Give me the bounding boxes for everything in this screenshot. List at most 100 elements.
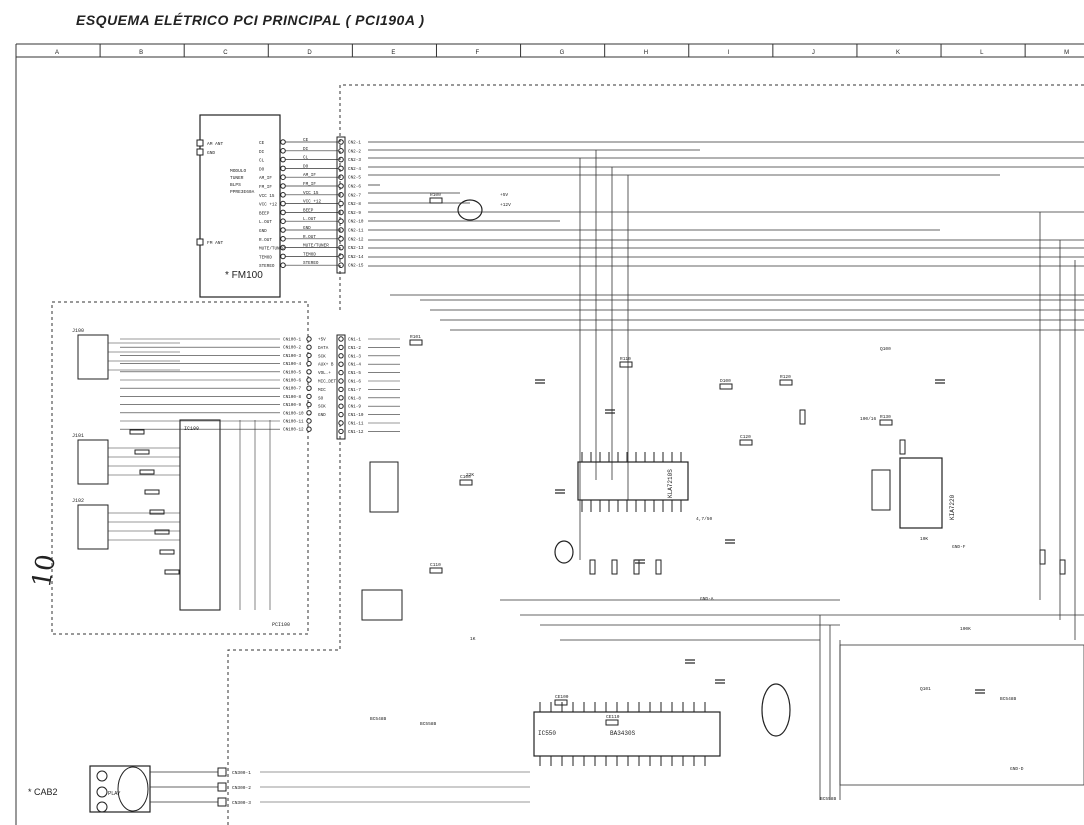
resistor-vertical: [633, 559, 640, 575]
fm-right-pin: [280, 174, 286, 180]
cn1-body: [336, 334, 346, 440]
cn2-pin-label: CN2-8: [348, 202, 361, 207]
cn1-pin: [338, 411, 344, 418]
fm-right-pin: [280, 139, 286, 145]
pci-conn-pin: [306, 393, 312, 400]
cn1-pin-label: CN1-12: [348, 430, 364, 435]
pci-resistor: [159, 549, 175, 555]
cab2-plug-label: PLAY: [108, 791, 121, 797]
cab2-ref: * CAB2: [28, 787, 58, 797]
cn2-pin: [338, 165, 344, 172]
misc-label: 100K: [960, 626, 971, 632]
grid-column-label: G: [560, 50, 565, 56]
cn1-signal-label: VOL.+: [318, 371, 331, 376]
cn2-pin-label: CN2-11: [348, 229, 364, 234]
fm-wire-label: FM_IF: [303, 182, 316, 187]
pci-resistor: [164, 569, 180, 575]
transistor-label: Q101: [920, 686, 931, 692]
fm-right-pin-label: AM_IF: [259, 176, 272, 181]
cn1-pin: [338, 420, 344, 426]
component-label: C120: [740, 434, 751, 440]
cn1-pin: [338, 353, 344, 359]
pci-conn-pin: [306, 401, 312, 408]
cn1-pin-label: CN1-7: [348, 388, 361, 393]
misc-label: +12V: [500, 202, 511, 208]
page-title: ESQUEMA ELÉTRICO PCI PRINCIPAL ( PCI190A…: [76, 12, 425, 28]
cn2-pin-label: CN2-2: [348, 149, 361, 154]
fm-right-pin: [280, 253, 286, 260]
cn2-pin: [338, 200, 344, 207]
fm-left-pin: [196, 148, 204, 156]
fm-wire-label: AM_IF: [303, 173, 316, 178]
fm-desc-line: BLPS: [230, 182, 241, 188]
jack-body: [77, 334, 109, 380]
right-block-frame: [839, 644, 1084, 786]
connector-cn1: CN1-1CN1-2CN1-3CN1-4CN1-5CN1-6CN1-7CN1-8…: [318, 334, 400, 440]
fm-wire-label: VCC +12: [303, 200, 321, 205]
fm-desc-line: MODULO: [230, 168, 247, 174]
cn2-pin-label: CN2-13: [348, 246, 364, 251]
cn1-pin-label: CN1-2: [348, 346, 361, 351]
fm-wire-label: MUTE/TUNER: [303, 244, 329, 249]
jack-label: J101: [72, 433, 84, 439]
component-body: [429, 197, 443, 204]
cab2-pin: [217, 797, 227, 807]
cn1-signal-label: MIC: [318, 388, 326, 393]
cn2-body: [336, 136, 346, 274]
cn2-pin: [338, 192, 344, 198]
fm-wire-label: STEREO: [303, 261, 319, 266]
pci-resistor: [129, 429, 145, 435]
cab2-conn-label: CN300-3: [232, 800, 251, 806]
fm-right-pin: [280, 200, 286, 207]
fm-wire-label: GND: [303, 226, 311, 231]
sheet-frame: [15, 43, 1084, 825]
cn1-pin: [338, 378, 344, 384]
fm-right-pin: [280, 183, 286, 189]
fm-left-pin-label: AM ANT: [207, 141, 224, 147]
fm-right-pin-label: DO: [259, 167, 265, 172]
cn2-pin-label: CN2-15: [348, 264, 364, 269]
component-body: [429, 567, 443, 574]
cn1-pin-label: CN1-1: [348, 338, 361, 343]
ic100-body: [179, 419, 221, 611]
grid-column-label: F: [476, 50, 480, 56]
fm-left-pin-label: FM ANT: [207, 240, 224, 246]
cn2-pin-label: CN2-7: [348, 193, 361, 198]
component-label: C110: [430, 562, 441, 568]
transistor-label: BC558B: [420, 721, 437, 727]
pci-conn-pin: [306, 410, 312, 416]
fm-wire-label: VCC 15: [303, 191, 319, 196]
cn1-pin-label: CN1-4: [348, 363, 361, 368]
fm-wire-label: R.OUT: [303, 235, 316, 240]
cn2-pin-label: CN2-14: [348, 255, 364, 260]
fm-desc-line: TUNER: [230, 175, 244, 181]
components: R100R101R110R120R130C100C110C120CE100CE1…: [370, 192, 1066, 802]
fm-right-pin-label: TEMOD: [259, 255, 272, 260]
cn2-pin: [338, 174, 344, 180]
cn2-pin-label: CN2-5: [348, 176, 361, 181]
fm-right-pin-label: FM_IF: [259, 185, 272, 190]
cn1-pin: [338, 361, 344, 367]
cn2-pin-label: CN2-9: [348, 211, 361, 216]
fm-right-pin: [280, 236, 286, 242]
fm-module-ref: * FM100: [225, 270, 263, 281]
cn1-signal-label: MIC_DET: [318, 380, 336, 385]
ic-bottom-part: BA3430S: [610, 730, 636, 737]
component-body: [739, 439, 753, 446]
cn2-pin: [338, 236, 344, 242]
component-label: C100: [460, 474, 471, 480]
pci-conn-pin: [306, 369, 312, 375]
fm-right-pin-label: BEEP: [259, 211, 270, 216]
component-body: [409, 339, 423, 346]
resistor-vertical: [899, 439, 906, 455]
jack-label: J102: [72, 498, 84, 504]
grid-column-label: K: [896, 50, 900, 56]
cn2-pin: [338, 183, 344, 189]
signal-buses: [368, 141, 1084, 800]
fm-wire-label: TEMOD: [303, 252, 316, 257]
component-body: [879, 419, 893, 426]
pci-resistor: [149, 509, 165, 515]
cn1-pin: [338, 344, 344, 351]
